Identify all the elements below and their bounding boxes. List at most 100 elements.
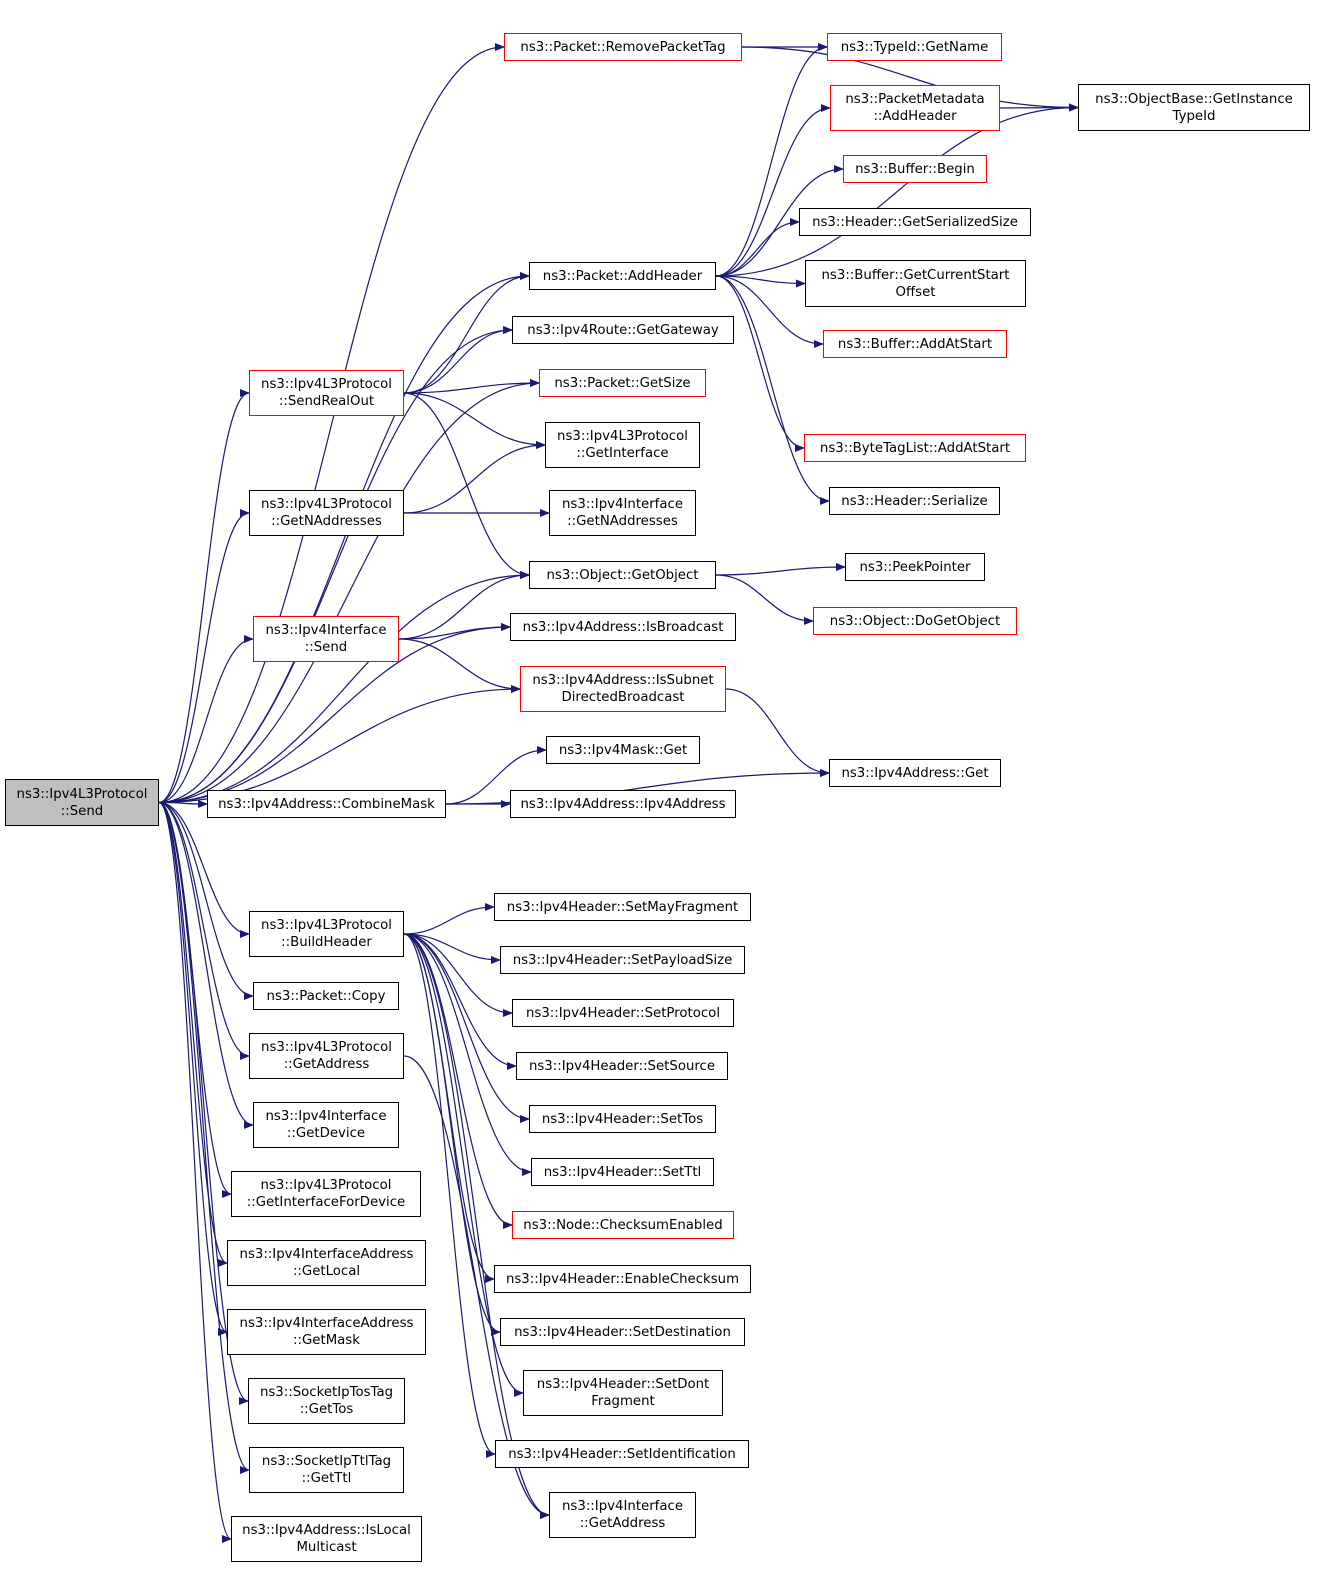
node-object-dogetobject[interactable]: ns3::Object::DoGetObject [813,607,1017,635]
call-edge-addrCombineMask-to-maskGet [445,746,547,805]
call-edge-sendRealOut-to-packetGetSize [403,379,540,394]
node-packetmetadata-addheader[interactable]: ns3::PacketMetadata::AddHeader [830,85,1000,131]
node-label-line: ns3::Packet::Copy [266,988,386,1004]
node-label-line: ns3::Ipv4Header::SetIdentification [508,1446,736,1462]
node-peekpointer[interactable]: ns3::PeekPointer [845,553,985,581]
node-interfaceaddress-getmask[interactable]: ns3::Ipv4InterfaceAddress::GetMask [227,1309,426,1355]
call-edge-sendRealOut-to-l3GetInterface [403,392,546,449]
node-address-ipv4address[interactable]: ns3::Ipv4Address::Ipv4Address [510,790,736,818]
call-edge-packetAddHeader-to-getInstanceTypeId [715,103,1079,277]
node-label-line: ::GetLocal [292,1264,361,1279]
call-edge-buildHeader-to-hdrSetDestination [403,933,501,1336]
node-packet-copy[interactable]: ns3::Packet::Copy [253,982,399,1010]
node-header-setmayfragment[interactable]: ns3::Ipv4Header::SetMayFragment [494,893,751,921]
call-edge-objectGetObject-to-objectDoGetObject [715,574,814,625]
node-sendrealout[interactable]: ns3::Ipv4L3Protocol::SendRealOut [249,370,404,416]
call-edge-buildHeader-to-hdrSetTos [403,933,530,1123]
call-edge-send-to-tosTagGetTos [158,801,249,1405]
node-buffer-begin[interactable]: ns3::Buffer::Begin [843,155,987,183]
node-ipv4route-getgateway[interactable]: ns3::Ipv4Route::GetGateway [512,316,734,344]
node-label-line: Offset [895,284,936,300]
call-edge-send-to-l3GetNAddresses [158,509,250,804]
node-iptostag-gettos[interactable]: ns3::SocketIpTosTag::GetTos [248,1378,405,1424]
node-label-line: ::GetTos [299,1402,354,1417]
node-label-line: ns3::Header::GetSerializedSize [812,214,1018,230]
call-edge-send-to-sendRealOut [158,389,250,804]
node-send[interactable]: ns3::Ipv4L3Protocol::Send [5,779,159,826]
node-label-line: ns3::Ipv4Address::Get [841,765,989,781]
call-edge-addrIsSubnetDirectedBroadcast-to-addrGet [725,688,830,777]
node-object-getobject[interactable]: ns3::Object::GetObject [529,561,716,589]
call-edge-addrCombineMask-to-addrGet [445,769,830,805]
node-label-line: ns3::Ipv4Header::SetMayFragment [506,899,739,915]
node-bytetaglist-addatstart[interactable]: ns3::ByteTagList::AddAtStart [804,434,1026,462]
call-edge-packetAddHeader-to-typeIdGetName [715,43,828,277]
call-edge-ifaceSend-to-objectGetObject [398,571,530,640]
node-interface-getaddress[interactable]: ns3::Ipv4Interface::GetAddress [549,1492,696,1538]
node-header-setttl[interactable]: ns3::Ipv4Header::SetTtl [531,1158,714,1186]
node-l3protocol-getinterfacefordevice[interactable]: ns3::Ipv4L3Protocol::GetInterfaceForDevi… [231,1171,421,1217]
node-packet-getsize[interactable]: ns3::Packet::GetSize [539,369,706,397]
node-label-line: ns3::Header::Serialize [841,493,988,509]
node-label-line: ns3::Ipv4Header::SetTtl [543,1164,702,1180]
node-l3protocol-getaddress[interactable]: ns3::Ipv4L3Protocol::GetAddress [249,1033,404,1079]
node-label-line: ns3::Ipv4Header::EnableChecksum [505,1271,740,1287]
node-interface-getnaddresses[interactable]: ns3::Ipv4Interface::GetNAddresses [549,490,696,536]
node-header-setsource[interactable]: ns3::Ipv4Header::SetSource [516,1052,728,1080]
node-buildheader[interactable]: ns3::Ipv4L3Protocol::BuildHeader [249,911,404,957]
call-edge-l3GetAddress-to-ifaceGetAddress [403,1055,550,1519]
call-edge-packetAddHeader-to-metaAddHeader [715,104,831,277]
node-header-setdestination[interactable]: ns3::Ipv4Header::SetDestination [500,1318,745,1346]
node-label-line: ns3::Packet::RemovePacketTag [520,39,726,55]
node-l3protocol-getinterface[interactable]: ns3::Ipv4L3Protocol::GetInterface [545,422,700,468]
node-address-get[interactable]: ns3::Ipv4Address::Get [829,759,1001,787]
node-label-line: ::GetInterface [576,446,669,461]
node-label-line: ns3::Ipv4Interface [562,497,683,512]
call-edge-buildHeader-to-hdrSetDontFragment [403,933,524,1397]
call-edge-packetAddHeader-to-headerGetSerializedSize [715,218,800,277]
call-edge-buildHeader-to-hdrSetProtocol [403,933,513,1017]
node-header-setprotocol[interactable]: ns3::Ipv4Header::SetProtocol [512,999,734,1027]
node-label-line: ::GetNAddresses [567,514,678,529]
node-interface-getdevice[interactable]: ns3::Ipv4Interface::GetDevice [253,1102,399,1148]
node-mask-get[interactable]: ns3::Ipv4Mask::Get [546,736,700,764]
node-label-line: ::GetAddress [283,1057,370,1072]
node-ipttltag-getttl[interactable]: ns3::SocketIpTtlTag::GetTtl [249,1447,404,1493]
node-typeid-getname[interactable]: ns3::TypeId::GetName [827,33,1002,61]
node-label-line: Multicast [296,1540,357,1555]
node-packet-addheader[interactable]: ns3::Packet::AddHeader [529,262,716,290]
call-edge-send-to-objectGetObject [158,571,530,804]
call-edge-send-to-ifaceSend [158,635,254,804]
node-header-setpayloadsize[interactable]: ns3::Ipv4Header::SetPayloadSize [500,946,745,974]
node-l3protocol-getnaddresses[interactable]: ns3::Ipv4L3Protocol::GetNAddresses [249,490,404,536]
node-header-enablechecksum[interactable]: ns3::Ipv4Header::EnableChecksum [494,1265,751,1293]
call-edge-buildHeader-to-hdrSetSource [403,933,517,1070]
node-packet-removepackettag[interactable]: ns3::Packet::RemovePacketTag [504,33,742,61]
node-label-line: ns3::Ipv4Address::CombineMask [218,796,435,812]
node-address-isbroadcast[interactable]: ns3::Ipv4Address::IsBroadcast [510,613,736,641]
node-label-line: ns3::Ipv4Mask::Get [558,742,688,758]
call-edge-buildHeader-to-hdrSetMayFragment [403,903,495,935]
node-label-line: ns3::Object::DoGetObject [829,613,1001,629]
node-header-settos[interactable]: ns3::Ipv4Header::SetTos [529,1105,716,1133]
node-header-setidentification[interactable]: ns3::Ipv4Header::SetIdentification [495,1440,749,1468]
call-edge-sendRealOut-to-objectGetObject [403,392,530,579]
node-address-combinemask[interactable]: ns3::Ipv4Address::CombineMask [207,790,446,818]
node-node-checksumenabled[interactable]: ns3::Node::ChecksumEnabled [512,1211,734,1239]
node-label-line: Fragment [591,1394,655,1409]
node-label-line: ns3::Ipv4L3Protocol [261,497,392,512]
node-interface-send[interactable]: ns3::Ipv4Interface::Send [253,616,399,662]
node-interfaceaddress-getlocal[interactable]: ns3::Ipv4InterfaceAddress::GetLocal [227,1240,426,1286]
node-buffer-addatstart[interactable]: ns3::Buffer::AddAtStart [823,330,1007,358]
node-header-serialize[interactable]: ns3::Header::Serialize [829,487,1000,515]
node-label-line: ::GetAddress [579,1516,666,1531]
node-header-getserializedsize[interactable]: ns3::Header::GetSerializedSize [799,208,1031,236]
call-edge-buildHeader-to-hdrSetTtl [403,933,532,1176]
call-edge-l3GetNAddresses-to-l3GetInterface [403,441,546,514]
